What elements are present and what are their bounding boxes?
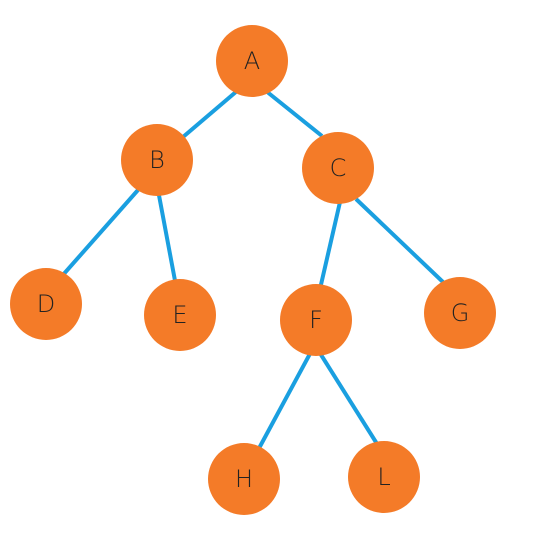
node-label-h: H (235, 465, 253, 493)
node-label-a: A (244, 47, 260, 75)
edge-f-l (316, 348, 381, 449)
node-label-g: G (451, 299, 470, 327)
node-label-d: D (37, 290, 55, 318)
node-e: E (144, 279, 216, 351)
node-f: F (280, 284, 352, 356)
node-d: D (10, 268, 82, 340)
node-label-l: L (377, 463, 390, 491)
edge-a-b (181, 89, 239, 139)
node-circle-a (216, 25, 288, 97)
node-circle-b (121, 124, 193, 196)
node-circle-d (10, 268, 82, 340)
edge-b-d (60, 188, 140, 278)
edge-c-g (354, 197, 446, 285)
node-label-e: E (172, 301, 187, 329)
edge-f-h (255, 349, 314, 453)
edge-a-c (264, 89, 324, 138)
edge-b-e (156, 189, 178, 287)
node-label-f: F (309, 306, 323, 334)
node-label-c: C (330, 154, 347, 182)
node-circle-e (144, 279, 216, 351)
node-circle-l (348, 441, 420, 513)
edges-layer (60, 89, 446, 453)
node-h: H (208, 443, 280, 515)
node-l: L (348, 441, 420, 513)
node-a: A (216, 25, 288, 97)
nodes-layer: A B C D E F G H L (10, 25, 496, 515)
node-circle-f (280, 284, 352, 356)
node-g: G (424, 277, 496, 349)
node-circle-h (208, 443, 280, 515)
node-c: C (302, 132, 374, 204)
node-circle-g (424, 277, 496, 349)
node-label-b: B (149, 146, 165, 174)
node-b: B (121, 124, 193, 196)
edge-c-f (318, 201, 342, 290)
node-circle-c (302, 132, 374, 204)
